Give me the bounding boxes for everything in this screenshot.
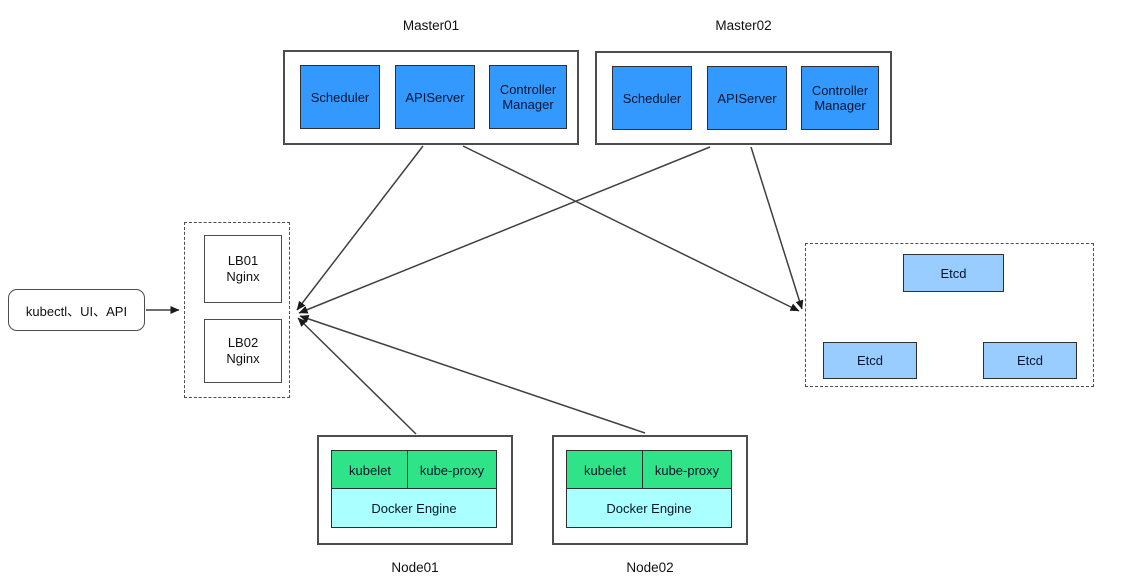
master01-scheduler-box: Scheduler <box>300 65 380 129</box>
master02-apiserver-box: APIServer <box>707 66 787 130</box>
kubectl-client-box: kubectl、UI、API <box>8 289 145 331</box>
node02-kube-proxy-box: kube-proxy <box>642 450 732 490</box>
arrow-node01-to-lb <box>297 317 417 435</box>
master01-controller-manager-box: Controller Manager <box>489 65 567 129</box>
node01-label: Node01 <box>391 560 439 575</box>
node01-kube-proxy-box: kube-proxy <box>407 450 497 490</box>
node02-label: Node02 <box>626 560 674 575</box>
master02-scheduler-box: Scheduler <box>612 66 692 130</box>
arrow-master01-to-lb <box>296 145 424 311</box>
arrow-master01-to-etcd <box>462 145 800 312</box>
etcd-box-1: Etcd <box>903 254 1004 292</box>
node01-kubelet-box: kubelet <box>331 450 409 490</box>
node02-kubelet-box: kubelet <box>566 450 644 490</box>
arrow-master02-to-etcd <box>750 146 804 310</box>
etcd-box-2: Etcd <box>823 342 917 379</box>
etcd-box-3: Etcd <box>983 342 1077 379</box>
master01-label: Master01 <box>402 18 460 33</box>
lb02-nginx-box: LB02 Nginx <box>204 319 282 383</box>
lb01-nginx-box: LB01 Nginx <box>204 235 282 303</box>
arrow-master02-to-lb <box>298 146 711 314</box>
arrow-node02-to-lb <box>299 314 646 434</box>
master02-controller-manager-box: Controller Manager <box>801 66 879 130</box>
master02-label: Master02 <box>715 18 772 33</box>
master01-apiserver-box: APIServer <box>395 65 475 129</box>
node01-docker-engine-box: Docker Engine <box>331 488 497 528</box>
node02-docker-engine-box: Docker Engine <box>566 488 732 528</box>
